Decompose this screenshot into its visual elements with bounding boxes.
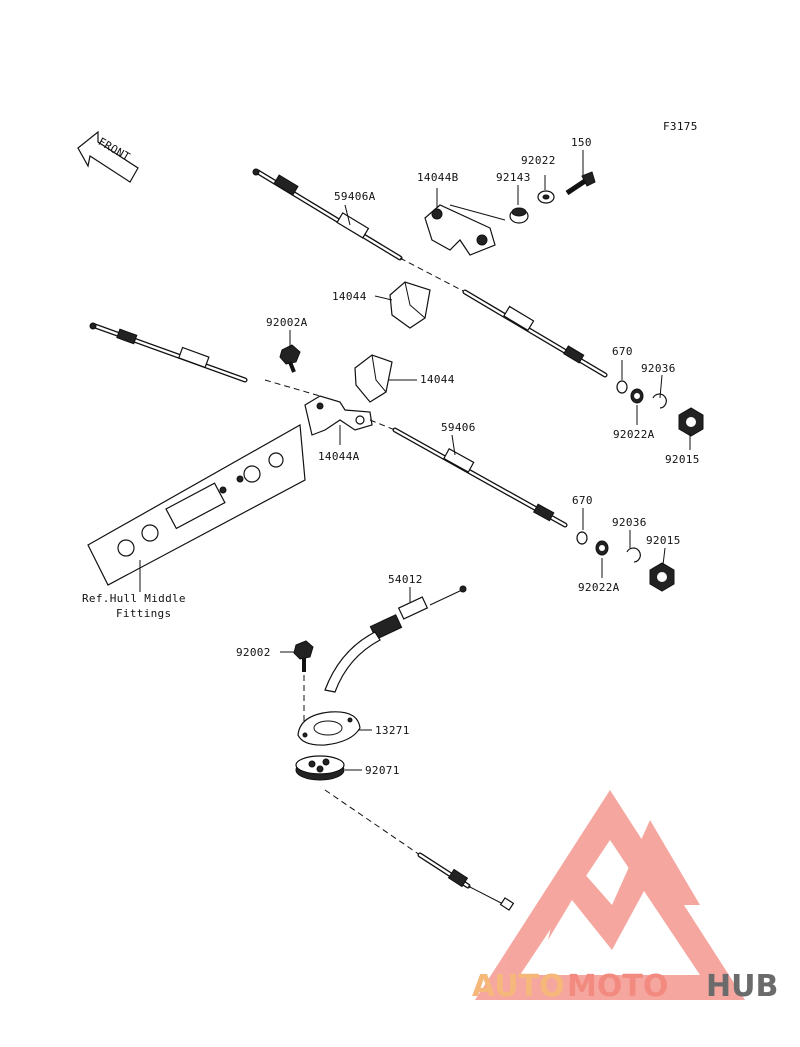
watermark-auto: AUTO bbox=[472, 969, 565, 1004]
label-92071: 92071 bbox=[365, 764, 400, 777]
cable-59406 bbox=[369, 419, 568, 528]
label-92015-top: 92015 bbox=[665, 453, 700, 466]
label-14044-top: 14044 bbox=[332, 290, 367, 303]
clamp-14044-mid bbox=[354, 354, 393, 403]
label-92022A-top: 92022A bbox=[613, 428, 655, 441]
watermark-logo bbox=[475, 790, 745, 1000]
label-92143: 92143 bbox=[496, 171, 531, 184]
watermark-hub: HUB bbox=[706, 969, 778, 1004]
label-92036-low: 92036 bbox=[612, 516, 647, 529]
hardware-upper bbox=[616, 380, 704, 437]
cable-left bbox=[89, 322, 248, 383]
front-arrow-icon: FRONT bbox=[77, 130, 139, 183]
ref-note-line1: Ref.Hull Middle bbox=[82, 592, 186, 605]
label-59406A: 59406A bbox=[334, 190, 376, 203]
label-59406: 59406 bbox=[441, 421, 476, 434]
label-92036-top: 92036 bbox=[641, 362, 676, 375]
label-14044-mid: 14044 bbox=[420, 373, 455, 386]
washer-92022 bbox=[537, 190, 555, 204]
watermark-moto: MOTO bbox=[567, 969, 668, 1004]
label-92002A: 92002A bbox=[266, 316, 308, 329]
label-54012: 54012 bbox=[388, 573, 423, 586]
bolt-92002A bbox=[279, 344, 301, 373]
clamp-14044-top bbox=[389, 281, 431, 329]
label-13271: 13271 bbox=[375, 724, 410, 737]
label-14044A: 14044A bbox=[318, 450, 360, 463]
bolt-150 bbox=[565, 171, 596, 196]
label-92022: 92022 bbox=[521, 154, 556, 167]
label-670-low: 670 bbox=[572, 494, 593, 507]
collar-92143 bbox=[509, 207, 529, 224]
grommet-92071 bbox=[295, 755, 345, 781]
label-92022A-low: 92022A bbox=[578, 581, 620, 594]
cable-59406A bbox=[252, 168, 608, 378]
bracket-14044A bbox=[304, 395, 373, 436]
cable-end-lower bbox=[417, 852, 515, 911]
bolt-92002 bbox=[293, 640, 314, 725]
cable-54012 bbox=[324, 585, 467, 693]
hardware-lower bbox=[576, 531, 675, 592]
figure-code: F3175 bbox=[663, 120, 698, 133]
leader-lines bbox=[280, 150, 691, 771]
label-92002: 92002 bbox=[236, 646, 271, 659]
label-670-top: 670 bbox=[612, 345, 633, 358]
label-14044B: 14044B bbox=[417, 171, 459, 184]
flange-13271 bbox=[297, 711, 361, 746]
hull-fitting-plate bbox=[87, 424, 306, 586]
ref-note-line2: Fittings bbox=[116, 607, 171, 620]
bracket-14044B bbox=[424, 204, 506, 256]
watermark-text: AUTO MOTO HUB bbox=[472, 969, 778, 1004]
label-92015-low: 92015 bbox=[646, 534, 681, 547]
label-150: 150 bbox=[571, 136, 592, 149]
